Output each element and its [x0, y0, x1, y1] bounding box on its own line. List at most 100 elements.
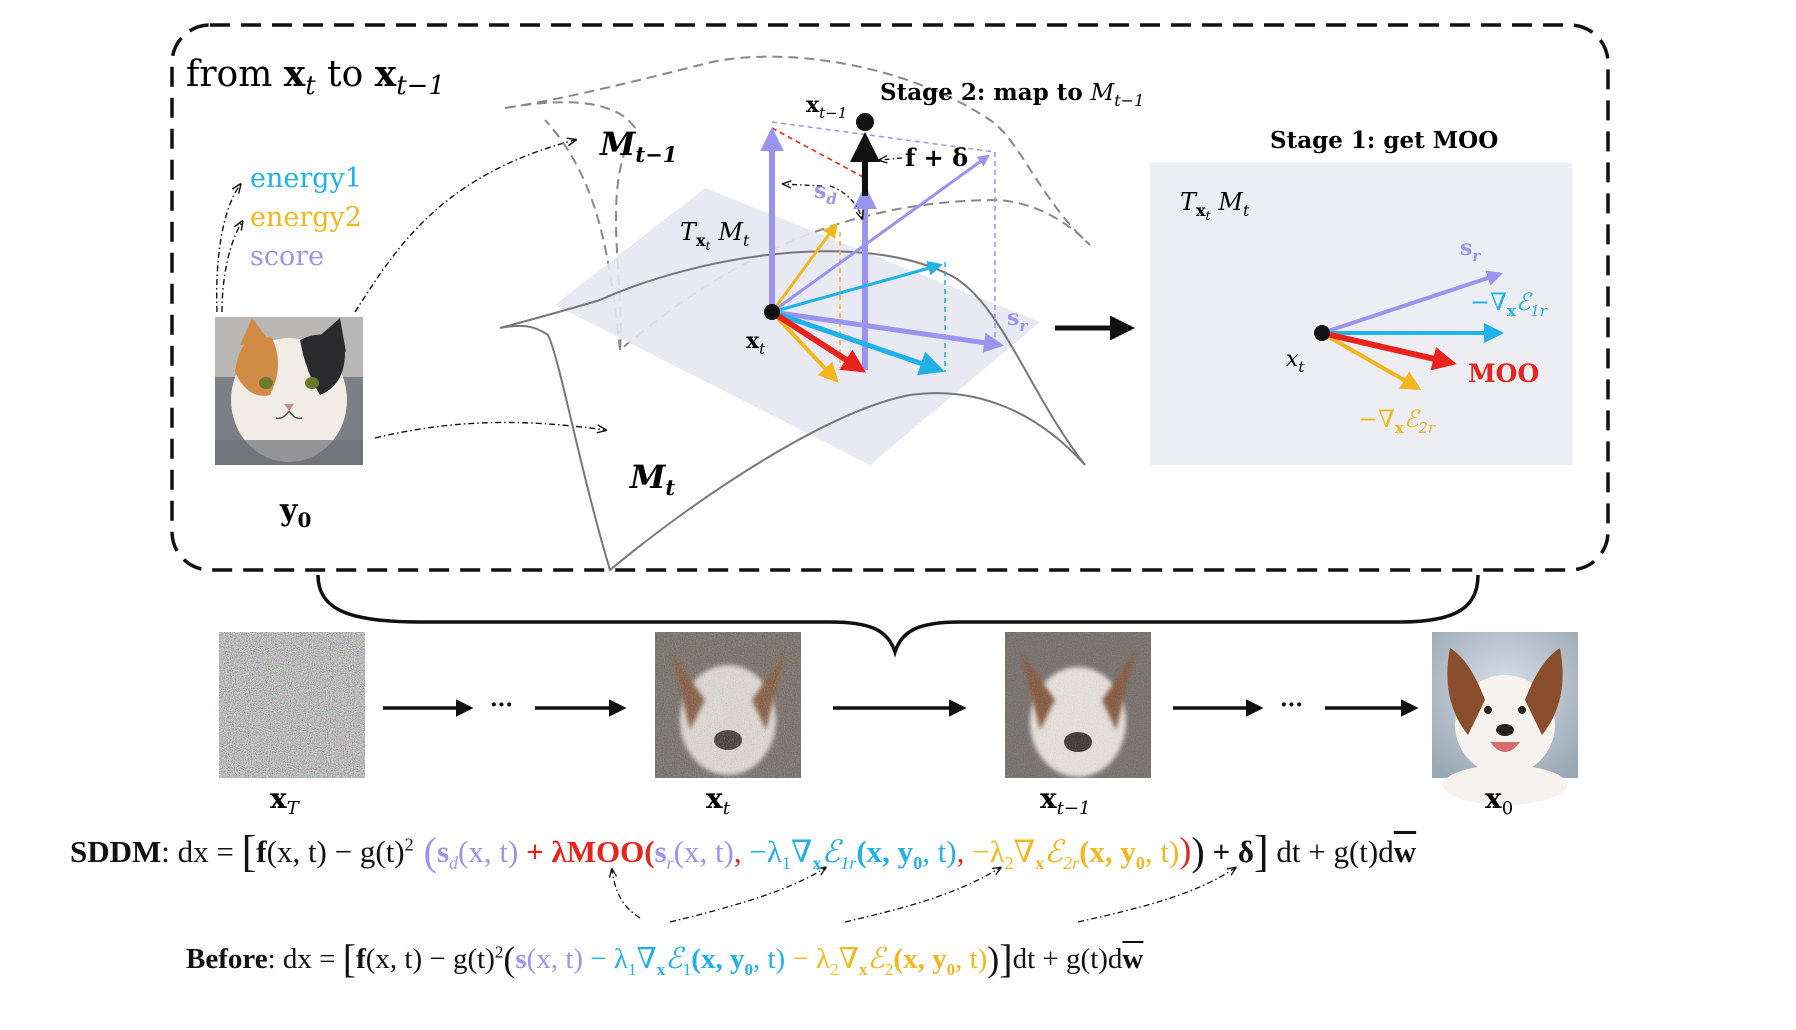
before-fx: (x, t) − g(t) — [366, 943, 495, 975]
sddm-fx: (x, t) − g(t) — [267, 834, 405, 869]
sddm-sr-sub: r — [667, 853, 674, 873]
before-close-bracket: ] — [999, 936, 1012, 981]
before-name: Before — [186, 943, 268, 975]
brace — [318, 575, 1478, 652]
sddm-moo: MOO( — [567, 834, 655, 869]
before-close-p1: ) — [987, 939, 999, 979]
before-equation: Before: dx = [f(x, t) − g(t)2(s(x, t) − … — [186, 935, 1143, 982]
sddm-sd-args: (x, t) — [458, 834, 518, 869]
eq-link-score — [612, 870, 640, 918]
panel-title: from xt to xt−1 — [186, 53, 445, 101]
sddm-e1-end: , t) — [922, 834, 956, 869]
xtm1-chain-label: xt−1 — [1040, 782, 1090, 819]
red-dashed-line — [772, 128, 865, 178]
sddm-close-bracket: ] — [1254, 827, 1269, 876]
sddm-e1-grad: ∇ — [791, 834, 813, 869]
stage1-moo-label: MOO — [1468, 359, 1539, 388]
sd-label: sd — [814, 178, 837, 208]
chain-dots-2: ··· — [1280, 692, 1303, 718]
legend-energy2: energy2 — [250, 202, 362, 233]
stage1-title: Stage 1: get MOO — [1270, 127, 1498, 154]
Mt-label: Mt — [629, 458, 675, 500]
before-e1-y0: 0 — [744, 960, 753, 979]
sddm-sd: s — [437, 834, 449, 869]
Mtm1-label: Mt−1 — [599, 125, 677, 167]
legend-arrow-energy2 — [222, 222, 242, 312]
f-delta-label: f + δ — [905, 143, 968, 172]
sddm-e2: −λ — [972, 834, 1005, 869]
sddm-e2-grad: ∇ — [1014, 834, 1036, 869]
stage1-xt-point — [1314, 325, 1330, 341]
before-e2: − λ — [785, 943, 830, 975]
sddm-lhs: : dx = — [161, 834, 241, 869]
before-e1-E: ℰ — [665, 943, 683, 975]
xtm1-point — [856, 113, 874, 131]
noise-image — [219, 632, 365, 778]
sddm-sr: s — [655, 834, 667, 869]
arrow-cat-to-Mtm1 — [355, 140, 575, 312]
sddm-e2-y0: 0 — [1136, 853, 1145, 873]
before-e1-sub: 1 — [683, 960, 692, 979]
sddm-e1-y0: 0 — [913, 853, 922, 873]
sddm-open-bracket: [ — [242, 827, 257, 876]
before-e1-args: (x, y — [691, 943, 744, 975]
sddm-equation: SDDM: dx = [f(x, t) − g(t)2 (sd(x, t) + … — [70, 826, 1416, 877]
legend-arrow-energy1 — [217, 185, 240, 312]
sddm-sq: 2 — [405, 835, 414, 855]
y0-label: y0 — [279, 493, 311, 532]
before-lhs: : dx = — [268, 943, 343, 975]
legend-score: score — [250, 241, 324, 272]
before-e2-y0: 0 — [947, 960, 956, 979]
fdelta-indicator — [880, 158, 902, 160]
sddm-e1-args: (x, y — [856, 834, 913, 869]
xtm1-label: xt−1 — [806, 92, 847, 122]
before-f: f — [356, 943, 366, 975]
sddm-comma2: , — [957, 834, 973, 869]
sddm-e1-E: ℰ — [822, 834, 841, 869]
xT-label: xT — [270, 782, 301, 819]
sddm-e2-args: (x, y — [1079, 834, 1136, 869]
before-w: w — [1122, 943, 1143, 975]
sddm-close-p1: ) — [1191, 829, 1204, 874]
stage2-title: Stage 2: map to Mt−1 — [880, 79, 1144, 110]
sddm-e1: −λ — [749, 834, 782, 869]
legend-energy1: energy1 — [250, 163, 362, 194]
sr-label: sr — [1007, 305, 1028, 335]
sddm-tail: dt + g(t)d — [1269, 834, 1394, 869]
before-e2-l: 2 — [830, 960, 839, 979]
noisy-dog-xt-image — [655, 632, 801, 778]
before-e2-end: , t) — [955, 943, 987, 975]
before-s: s — [515, 943, 526, 975]
sddm-e2-end: , t) — [1145, 834, 1179, 869]
sddm-close-moo: ) — [1179, 830, 1191, 870]
sddm-e1-x: x — [813, 853, 822, 873]
before-e2-args: (x, y — [893, 943, 946, 975]
sddm-e1-sub: 1r — [840, 853, 856, 873]
sddm-e2-sub: 2r — [1063, 853, 1079, 873]
chain-dots-1: ··· — [490, 692, 513, 718]
before-e2-grad: ∇ — [839, 943, 859, 975]
sddm-e2-l: 2 — [1005, 853, 1014, 873]
noisy-dog-xtm1-image — [1005, 632, 1151, 778]
sddm-f: f — [256, 834, 266, 869]
before-e1: − λ — [583, 943, 628, 975]
before-e1-x: x — [657, 960, 666, 979]
sddm-plus-lambda: + λ — [518, 834, 566, 869]
sddm-e1-l: 1 — [782, 853, 791, 873]
sddm-name: SDDM — [70, 834, 161, 869]
arrow-cat-to-Mt — [375, 422, 605, 438]
sddm-paren-open: ( — [414, 829, 437, 874]
xt-chain-label: xt — [706, 782, 731, 819]
sddm-plus-delta: + δ — [1205, 834, 1254, 869]
before-e1-grad: ∇ — [636, 943, 656, 975]
sddm-e2-x: x — [1035, 853, 1044, 873]
sddm-sr-args: (x, t) — [674, 834, 734, 869]
before-e2-E: ℰ — [867, 943, 885, 975]
sddm-comma1: , — [734, 834, 750, 869]
before-open-bracket: [ — [343, 936, 356, 981]
sddm-w: w — [1394, 834, 1416, 869]
before-tail: dt + g(t)d — [1013, 943, 1123, 975]
before-paren-open: ( — [503, 939, 515, 979]
sddm-e2-E: ℰ — [1044, 834, 1063, 869]
xt-point — [764, 304, 780, 320]
